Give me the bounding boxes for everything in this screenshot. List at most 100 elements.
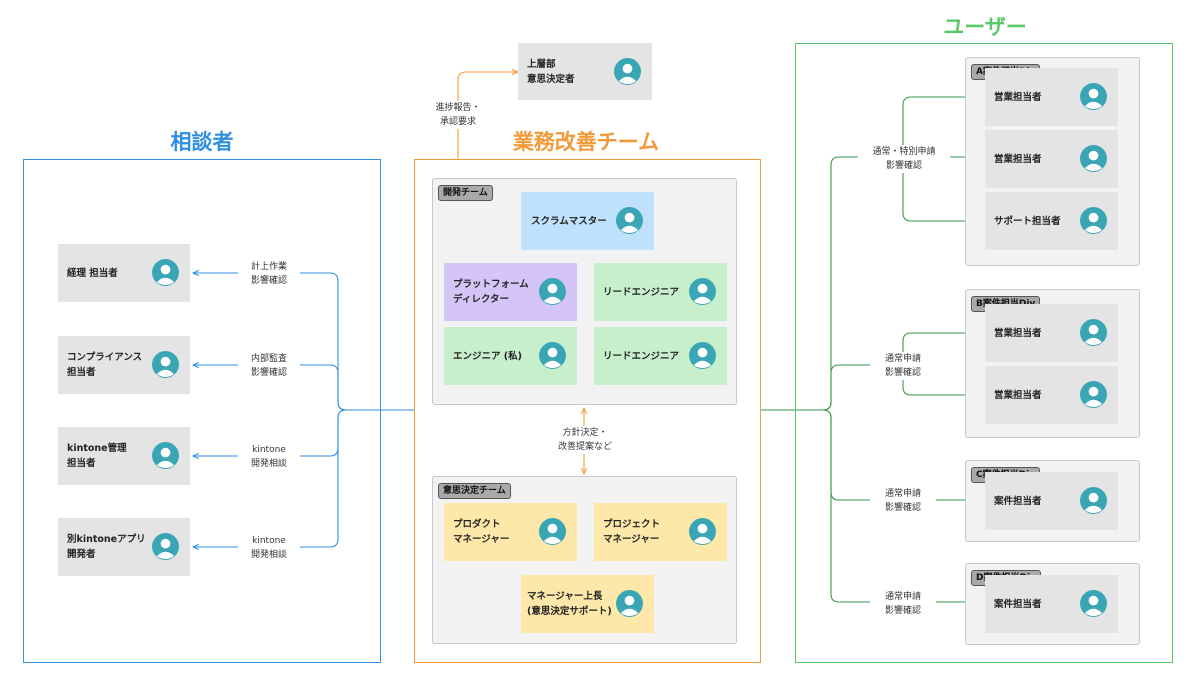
right-edge-label: 通常申請 影響確認 [870,487,936,515]
division-member-card[interactable]: サポート担当者 [985,192,1118,250]
person-avatar-icon [689,342,716,369]
card-label: リードエンジニア [603,286,680,298]
edge-text: 影響確認 [250,276,287,286]
person-avatar-icon [689,278,716,305]
consultant-card-accounting[interactable]: 経理 担当者 [58,244,190,302]
left-edge-label: kintone 開発相談 [238,534,300,562]
card-label: ディレクター [453,294,509,305]
card-label: エンジニア (私) [453,350,522,362]
edge-text: 通常申請 [884,592,921,602]
consultant-card-kintone-admin[interactable]: kintone管理 担当者 [58,427,190,485]
middle-edge-label: 方針決定・ 改善提案など [546,426,624,454]
person-avatar-icon [152,533,179,560]
person-avatar-icon [152,442,179,469]
card-label: スクラムマスター [531,215,607,227]
upper-connector [457,72,518,159]
person-avatar-icon [1080,83,1107,110]
top-edge-label: 進捗報告・ 承認要求 [424,101,492,129]
product-manager-card[interactable]: プロダクト マネージャー [444,503,577,561]
edge-text: 開発相談 [250,459,287,469]
person-avatar-icon [1080,590,1107,617]
user-frame [795,43,1173,663]
left-edge-label: 計上作業 影響確認 [238,260,300,288]
edge-text: 開発相談 [250,550,287,560]
division-member-card[interactable]: 営業担当者 [985,68,1118,126]
person-avatar-icon [1080,145,1107,172]
left-edge-label: kintone 開発相談 [238,443,300,471]
card-label: 案件担当者 [994,495,1042,507]
division-member-card[interactable]: 案件担当者 [985,575,1118,633]
division-member-card[interactable]: 営業担当者 [985,130,1118,188]
team-frame [414,159,761,663]
left-section-title: 相談者 [170,130,234,154]
card-label: 営業担当者 [994,389,1042,401]
person-avatar-icon [1080,381,1107,408]
division-member-card[interactable]: 営業担当者 [985,304,1118,362]
card-label: 開発者 [67,549,96,560]
left-edge-label: 内部監査 影響確認 [238,352,300,380]
edge-text: 影響確認 [884,606,921,616]
card-label: 案件担当者 [994,598,1042,610]
card-label: 意思決定者 [527,73,575,85]
edge-text: 進捗報告・ [435,103,481,113]
scrum-master-card[interactable]: スクラムマスター [521,192,654,250]
person-avatar-icon [614,57,641,85]
right-edge-label: 通常申請 影響確認 [870,590,936,618]
edge-text: 承認要求 [439,117,476,127]
engineer-me-card[interactable]: エンジニア (私) [444,327,577,385]
card-label: リードエンジニア [603,350,680,362]
card-label: 担当者 [67,367,96,378]
platform-director-card[interactable]: プラットフォーム ディレクター [444,263,577,321]
card-label: マネージャー [603,534,660,545]
card-label: 営業担当者 [994,91,1042,103]
card-label: マネージャー [453,534,510,545]
edge-text: 影響確認 [250,368,287,378]
card-label: 営業担当者 [994,327,1042,339]
person-avatar-icon [152,259,179,286]
person-avatar-icon [539,278,566,305]
decision-team-label: 意思決定チーム [438,483,511,499]
edge-text: 影響確認 [884,368,921,378]
edge-text: 改善提案など [557,442,612,452]
card-label: 担当者 [67,458,96,469]
upper-management-card[interactable]: 上層部 意思決定者 [518,43,652,100]
consultant-card-compliance[interactable]: コンプライアンス 担当者 [58,336,190,394]
card-label: プロダクト [453,519,501,530]
person-avatar-icon [1080,207,1107,234]
card-label: サポート担当者 [994,215,1061,227]
project-manager-card[interactable]: プロジェクト マネージャー [594,503,727,561]
division-member-card[interactable]: 営業担当者 [985,366,1118,424]
right-section-title: ユーザー [943,15,1027,39]
card-label: kintone管理 [67,443,127,454]
person-avatar-icon [616,590,643,617]
edge-text: 計上作業 [250,262,287,272]
dev-team-label: 開発チーム [438,185,493,201]
edge-text: kintone [252,536,286,546]
card-label: 経理 担当者 [67,267,118,279]
person-avatar-icon [1080,319,1107,346]
right-edge-label: 通常・特別申請 影響確認 [858,145,950,173]
edge-text: 方針決定・ [562,428,608,438]
card-label: マネージャー上長 [527,591,603,602]
card-label: 別kintoneアプリ [67,534,146,545]
card-label: (意思決定サポート) [527,606,612,617]
consultant-card-other-app-dev[interactable]: 別kintoneアプリ 開発者 [58,518,190,576]
division-member-card[interactable]: 案件担当者 [985,472,1118,530]
person-avatar-icon [689,518,716,545]
center-section-title: 業務改善チーム [512,130,660,154]
edge-text: 通常申請 [884,354,921,364]
person-avatar-icon [616,207,643,234]
lead-engineer-card[interactable]: リードエンジニア [594,263,727,321]
edge-text: 内部監査 [250,354,287,364]
edge-text: 影響確認 [884,503,921,513]
right-edge-label: 通常申請 影響確認 [870,352,936,380]
manager-supervisor-card[interactable]: マネージャー上長 (意思決定サポート) [521,575,654,633]
card-label: コンプライアンス [67,352,143,363]
card-label: 営業担当者 [994,153,1042,165]
edge-text: 影響確認 [885,161,922,171]
card-label: プロジェクト [603,519,661,530]
person-avatar-icon [1080,487,1107,514]
lead-engineer-card[interactable]: リードエンジニア [594,327,727,385]
person-avatar-icon [539,518,566,545]
edge-text: kintone [252,445,286,455]
